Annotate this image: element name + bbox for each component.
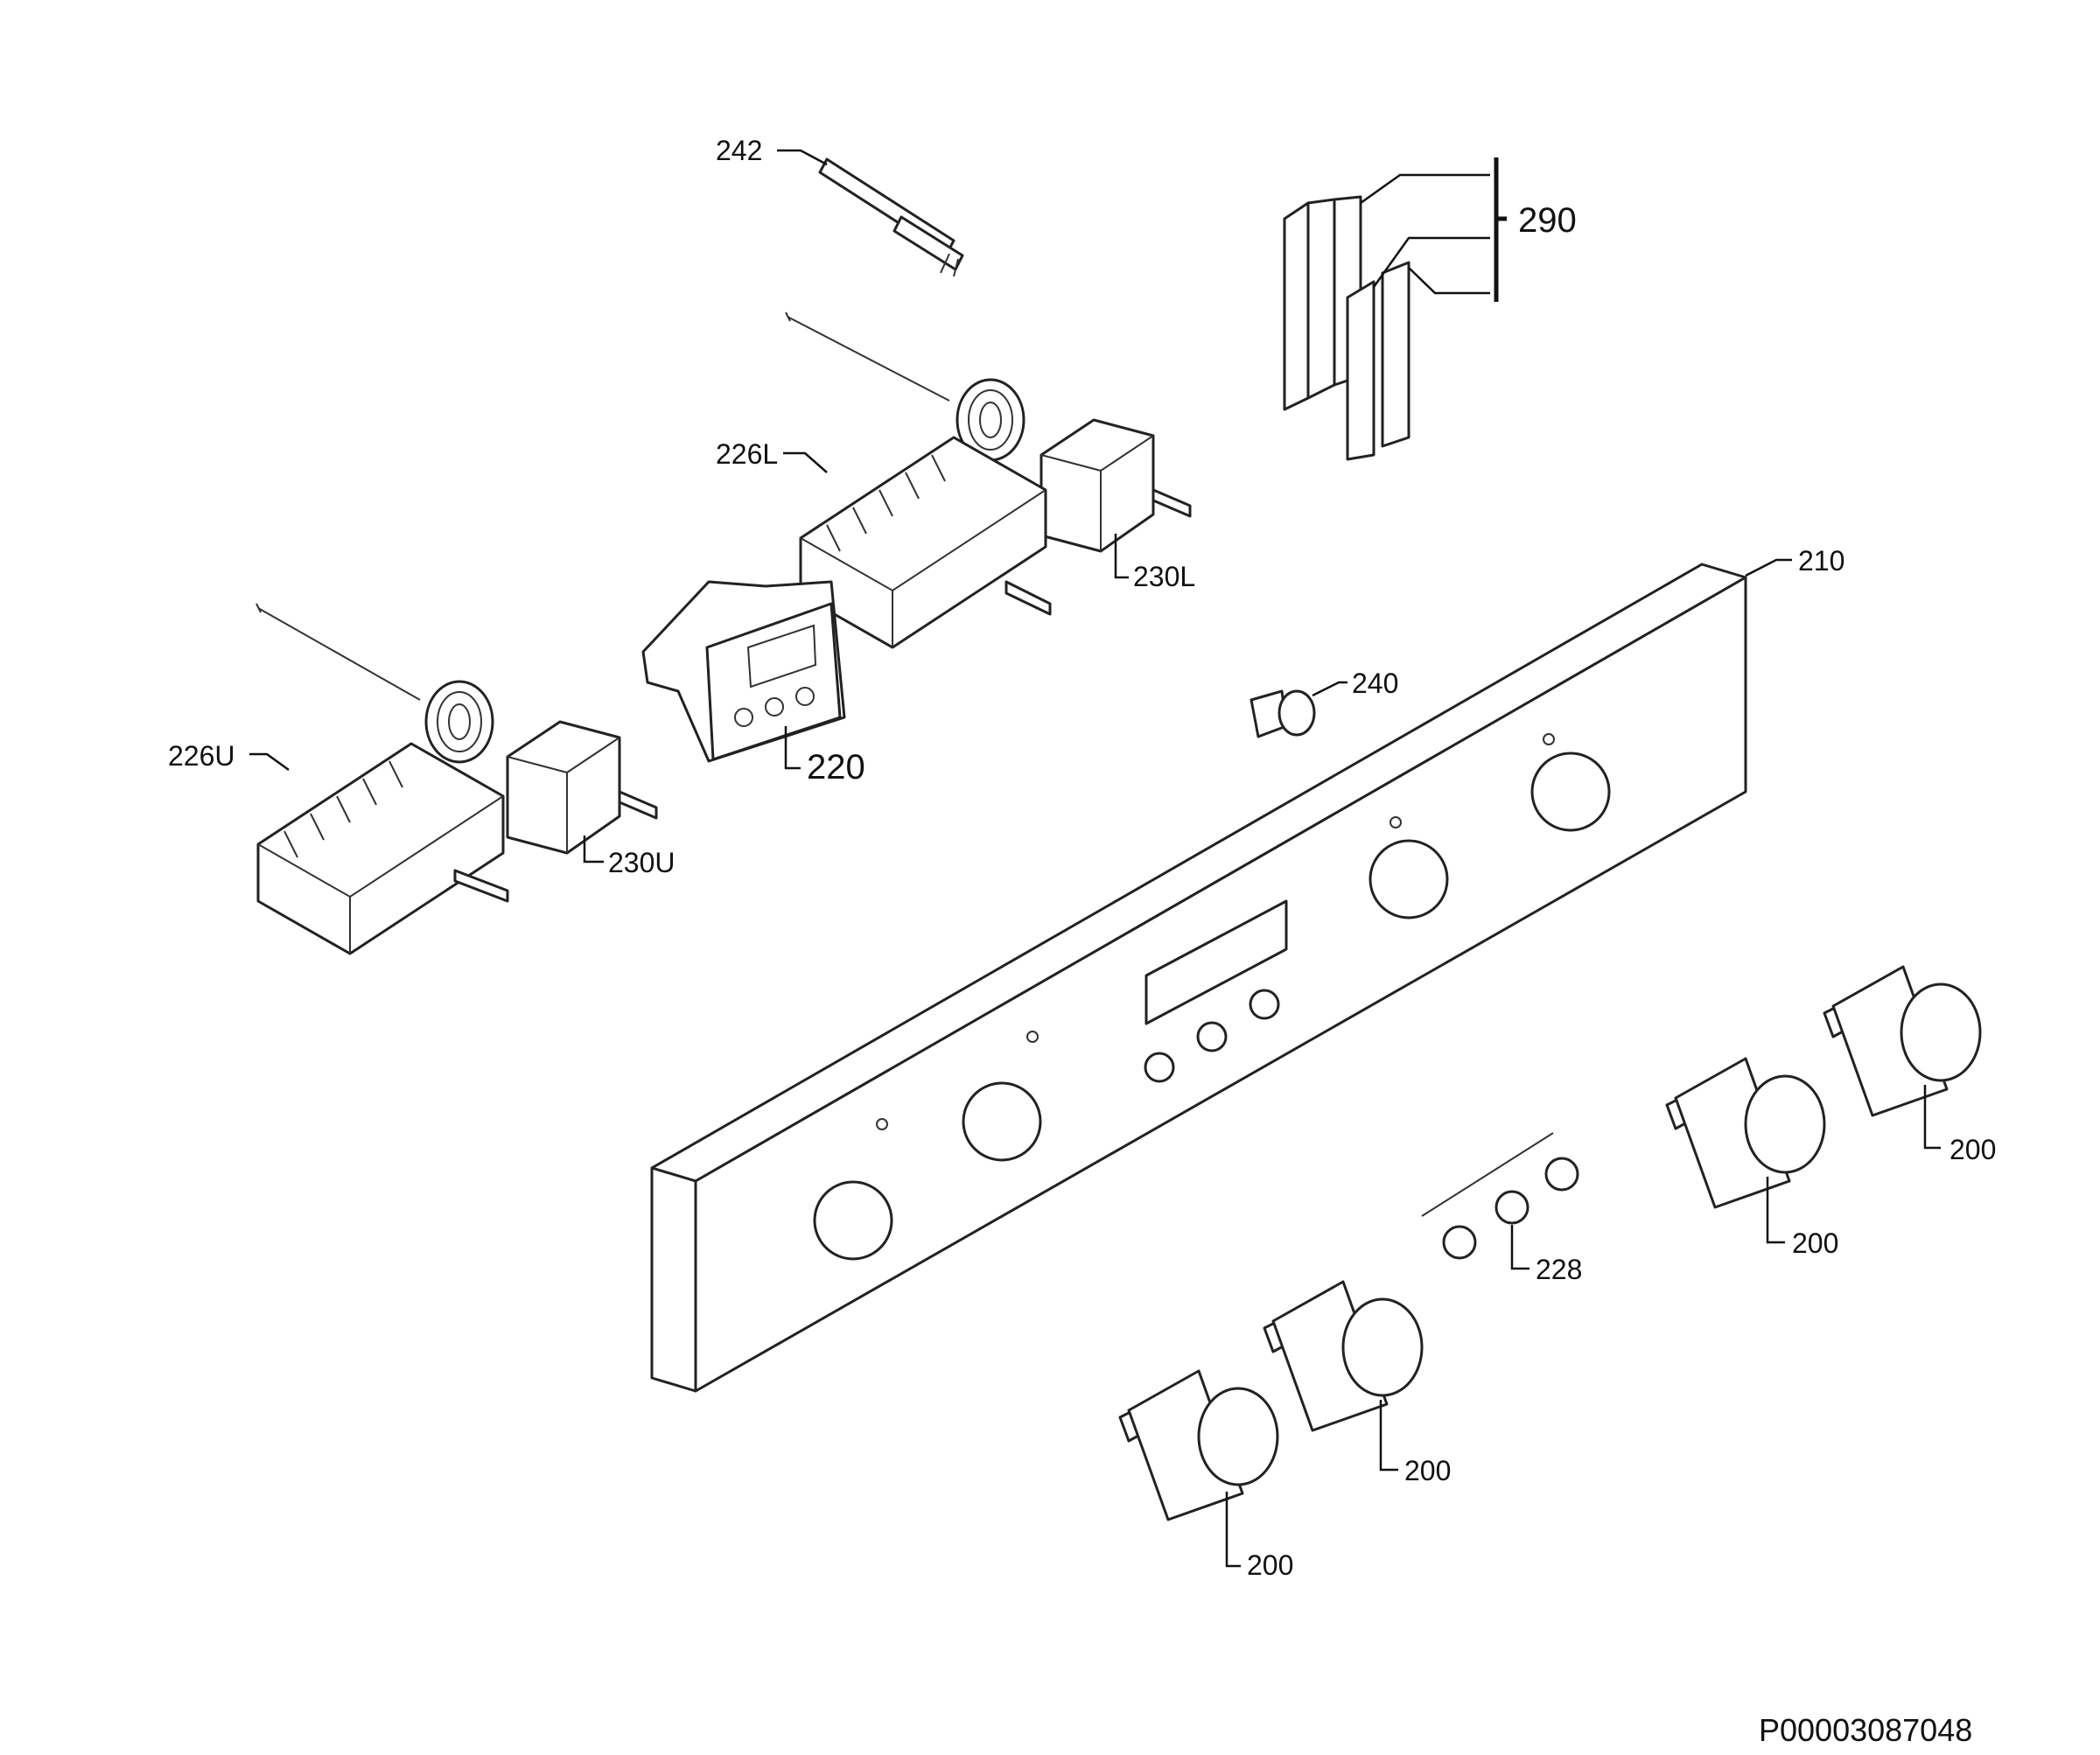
leader-230U xyxy=(583,836,604,864)
part-thermostat-capillary-U xyxy=(256,603,494,764)
part-200-knob-c xyxy=(1263,1280,1424,1432)
leader-230L xyxy=(1114,534,1129,579)
knob-hole-3 xyxy=(1368,839,1449,919)
leader-200-c xyxy=(1379,1400,1398,1472)
label-200-c: 200 xyxy=(1404,1455,1451,1486)
label-242: 242 xyxy=(716,135,762,166)
part-240-lamp xyxy=(1250,689,1316,738)
leader-200-d xyxy=(1766,1177,1785,1244)
leader-290 xyxy=(1360,173,1490,295)
label-200-e: 200 xyxy=(1950,1134,1996,1165)
label-230L: 230L xyxy=(1133,561,1195,592)
knob-hole-1 xyxy=(813,1180,893,1261)
leader-228 xyxy=(1510,1225,1530,1270)
label-230U: 230U xyxy=(608,847,676,878)
leader-242 xyxy=(777,149,828,166)
part-242-probe xyxy=(818,157,964,277)
label-226L: 226L xyxy=(716,438,778,470)
leader-200-e xyxy=(1923,1085,1941,1150)
part-200-knob-d xyxy=(1665,1057,1826,1209)
part-228-push-buttons xyxy=(1421,1132,1579,1260)
part-210-control-panel xyxy=(650,563,1747,1393)
label-240: 240 xyxy=(1352,668,1398,699)
leader-240 xyxy=(1312,681,1348,697)
leader-226L xyxy=(783,451,828,473)
label-200-d: 200 xyxy=(1792,1227,1838,1259)
part-226U-selector xyxy=(256,742,509,955)
label-220: 220 xyxy=(807,748,865,787)
knob-hole-2 xyxy=(962,1081,1042,1162)
knob-hole-4 xyxy=(1530,752,1611,832)
part-226L-selector xyxy=(799,436,1052,649)
label-210: 210 xyxy=(1798,545,1844,577)
document-code: P00003087048 xyxy=(1759,1712,1972,1748)
bracket-290 xyxy=(1494,157,1507,302)
label-290: 290 xyxy=(1518,201,1577,240)
part-200-knob-b xyxy=(1118,1369,1279,1521)
part-200-knob-e xyxy=(1823,965,1982,1117)
label-226U: 226U xyxy=(168,740,235,772)
label-200-b: 200 xyxy=(1247,1549,1293,1581)
part-230U-regulator xyxy=(506,720,658,855)
leader-210 xyxy=(1745,558,1792,577)
leader-220 xyxy=(784,726,801,770)
label-228: 228 xyxy=(1536,1254,1582,1285)
part-230L-regulator xyxy=(1040,418,1192,553)
part-220-timer xyxy=(641,580,846,763)
part-290-strips xyxy=(1283,195,1410,461)
leader-226U xyxy=(249,752,290,772)
leader-200-b xyxy=(1225,1492,1241,1568)
timer-window xyxy=(1144,899,1288,1025)
part-thermostat-capillary-L xyxy=(785,311,1026,462)
